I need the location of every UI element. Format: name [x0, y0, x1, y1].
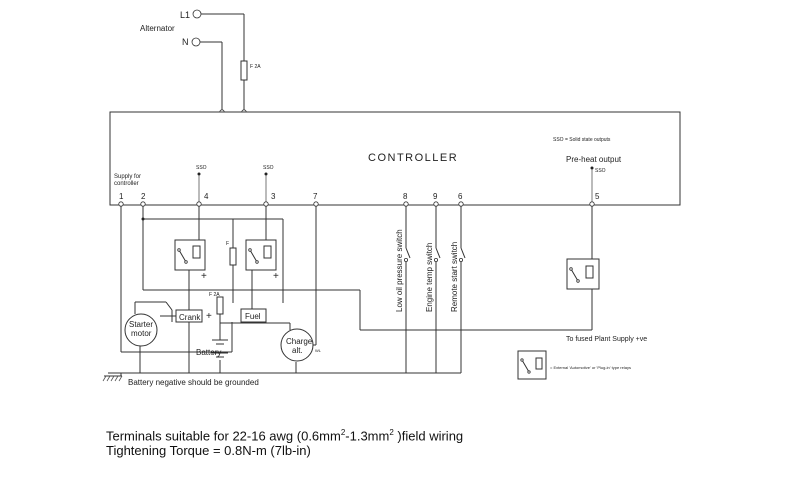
- low-oil-switch-label: Low oil pressure switch: [395, 229, 404, 312]
- starter-label-2: motor: [131, 329, 152, 338]
- engine-temp-switch: Engine temp switch: [425, 243, 441, 312]
- terminal-7: 7: [313, 192, 318, 201]
- battery: F 2A + Battery: [196, 292, 228, 358]
- preheat-label: Pre-heat output: [566, 155, 622, 164]
- controller-title: CONTROLLER: [368, 152, 458, 164]
- l1-terminal: [192, 9, 202, 19]
- battery-label: Battery: [196, 348, 221, 357]
- terminal-4: 4: [204, 192, 209, 201]
- fuel-relay: +: [245, 239, 279, 282]
- terminal-5: 5: [595, 192, 600, 201]
- crank-box: Crank: [175, 309, 203, 323]
- crank-relay-plus: +: [201, 271, 207, 282]
- wiring-notes: Terminals suitable for 22-16 awg (0.6mm2…: [106, 425, 463, 458]
- controller-box: CONTROLLER SSO = Solid state outputs Pre…: [109, 111, 681, 207]
- terminal-1: 1: [119, 192, 124, 201]
- terminal-9: 9: [433, 192, 438, 201]
- alternator-supply: L1 Alternator N F 2A 11 10: [140, 9, 261, 128]
- fuel-label: Fuel: [245, 312, 261, 321]
- ground-note: Battery negative should be grounded: [128, 378, 259, 387]
- engine-temp-switch-label: Engine temp switch: [425, 243, 434, 312]
- low-oil-pressure-switch: Low oil pressure switch: [395, 229, 411, 312]
- sso-tag-4: SSO: [196, 165, 207, 171]
- supply-for-label-2: controller: [114, 181, 139, 187]
- sso-tag-5: SSO: [595, 168, 606, 174]
- crank-relay: +: [174, 239, 207, 282]
- preheat-relay: [566, 258, 600, 290]
- sso-note: SSO = Solid state outputs: [553, 137, 611, 143]
- terminal-6: 6: [458, 192, 463, 201]
- remote-start-switch-label: Remote start switch: [450, 242, 459, 312]
- n-label: N: [182, 37, 189, 47]
- supply-fuse: [240, 60, 248, 81]
- supply-for-label: Supply for: [114, 174, 141, 180]
- terminal-2: 2: [141, 192, 146, 201]
- n-terminal: [191, 37, 201, 47]
- terminal-3: 3: [271, 192, 276, 201]
- charge-wl-label: WL: [315, 348, 322, 353]
- battery-plus: +: [206, 311, 212, 322]
- sso-tag-3: SSO: [263, 165, 274, 171]
- field-wiring: [102, 206, 593, 382]
- charge-label-1: Charge: [286, 337, 313, 346]
- crank-label: Crank: [179, 313, 201, 322]
- alternator-label: Alternator: [140, 24, 175, 33]
- relay-legend-text: = External 'Automotive' or 'Plug-in' typ…: [550, 365, 631, 370]
- charge-alternator: Charge alt. WL: [280, 328, 322, 362]
- l1-label: L1: [180, 10, 190, 20]
- relay-fuse: F: [226, 241, 237, 266]
- relay-legend: = External 'Automotive' or 'Plug-in' typ…: [517, 350, 631, 380]
- plant-supply-label: To fused Plant Supply +ve: [566, 336, 647, 343]
- supply-fuse-label: F 2A: [250, 64, 261, 70]
- remote-start-switch: Remote start switch: [450, 242, 466, 312]
- fuel-relay-plus: +: [273, 271, 279, 282]
- charge-label-2: alt.: [292, 346, 303, 355]
- terminal-8: 8: [403, 192, 408, 201]
- starter-motor: Starter motor: [124, 313, 158, 347]
- fuel-box: Fuel: [240, 308, 267, 323]
- starter-label-1: Starter: [129, 320, 153, 329]
- battery-fuse-label: F 2A: [209, 292, 220, 298]
- relay-fuse-label: F: [226, 241, 229, 247]
- torque-note: Tightening Torque = 0.8N-m (7lb-in): [106, 443, 311, 459]
- terminal-wire-note: Terminals suitable for 22-16 awg (0.6mm2…: [106, 428, 464, 444]
